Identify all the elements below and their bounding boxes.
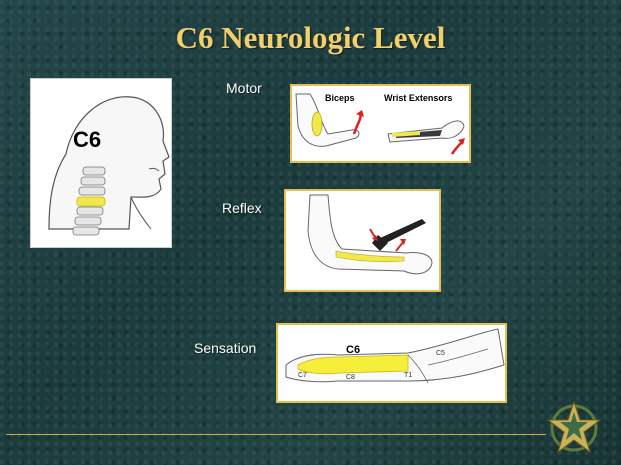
star-emblem-icon — [546, 400, 602, 456]
sensation-illustration: C6 C5 C7 C8 T1 — [278, 325, 505, 401]
sensation-panel: C6 C5 C7 C8 T1 — [276, 323, 507, 403]
dermatome-c5-label: C5 — [436, 350, 445, 357]
reflex-label: Reflex — [222, 200, 262, 216]
motor-label: Motor — [226, 80, 262, 96]
biceps-label: Biceps — [325, 93, 355, 103]
biceps-highlight — [312, 112, 322, 136]
slide-title: C6 Neurologic Level — [0, 20, 621, 56]
head-neck-illustration: C6 — [31, 79, 173, 249]
dermatome-c7-label: C7 — [298, 372, 307, 379]
footer-divider — [6, 434, 546, 435]
reflex-illustration — [286, 191, 439, 290]
dermatome-c8-label: C8 — [346, 374, 355, 381]
c6-vertebra-highlight — [77, 197, 105, 206]
reflex-panel — [284, 189, 441, 292]
motor-illustration: Biceps Wrist Extensors — [292, 86, 469, 161]
motor-panel: Biceps Wrist Extensors — [290, 84, 471, 163]
dermatome-c6-label: C6 — [346, 344, 360, 356]
wrist-arrow-icon — [452, 142, 462, 154]
head-figure-panel: C6 — [30, 78, 172, 248]
sensation-label: Sensation — [194, 340, 256, 356]
wrist-extensors-label: Wrist Extensors — [384, 93, 452, 103]
dermatome-t1-label: T1 — [404, 372, 412, 379]
head-level-label: C6 — [73, 127, 101, 152]
